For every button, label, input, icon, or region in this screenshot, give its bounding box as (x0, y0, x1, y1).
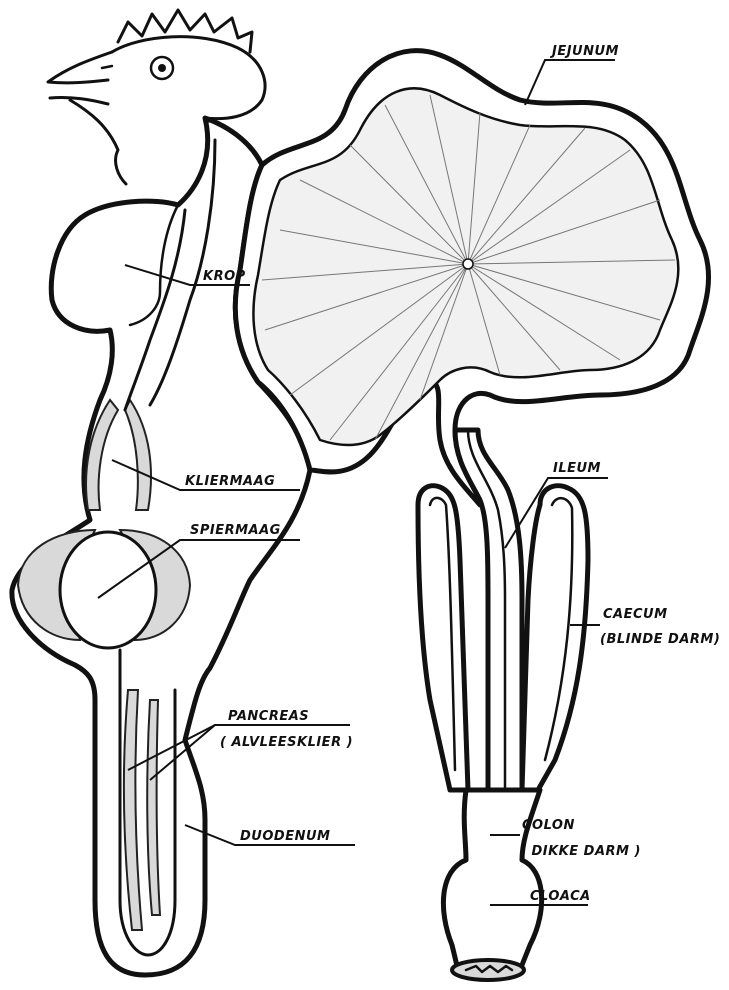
label-spiermaag: SPIERMAAG (190, 523, 281, 538)
label-jejunum: JEJUNUM (549, 44, 619, 59)
label-caecum: CAECUM (603, 607, 668, 622)
label-cloaca: CLOACA (530, 889, 591, 904)
head-outline (112, 37, 265, 119)
label-pancreas-sub: ( ALVLEESKLIER ) (220, 735, 353, 750)
caecum-right (522, 486, 588, 790)
beak-lower (50, 97, 108, 104)
nostril (102, 66, 112, 68)
wattle (70, 100, 126, 184)
label-kliermaag: KLIERMAAG (185, 474, 275, 489)
mesentery-center (463, 259, 473, 269)
colon (443, 790, 541, 970)
label-colon-sub: ( DIKKE DARM ) (520, 844, 641, 859)
label-duodenum: DUODENUM (240, 829, 330, 844)
label-ileum: ILEUM (553, 461, 601, 476)
label-caecum-sub: (BLINDE DARM) (600, 632, 720, 647)
caecum-left (418, 486, 468, 790)
label-colon: COLON (522, 818, 575, 833)
label-pancreas: PANCREAS (228, 709, 309, 724)
pupil (158, 64, 166, 72)
label-krop: KROP (203, 269, 246, 284)
